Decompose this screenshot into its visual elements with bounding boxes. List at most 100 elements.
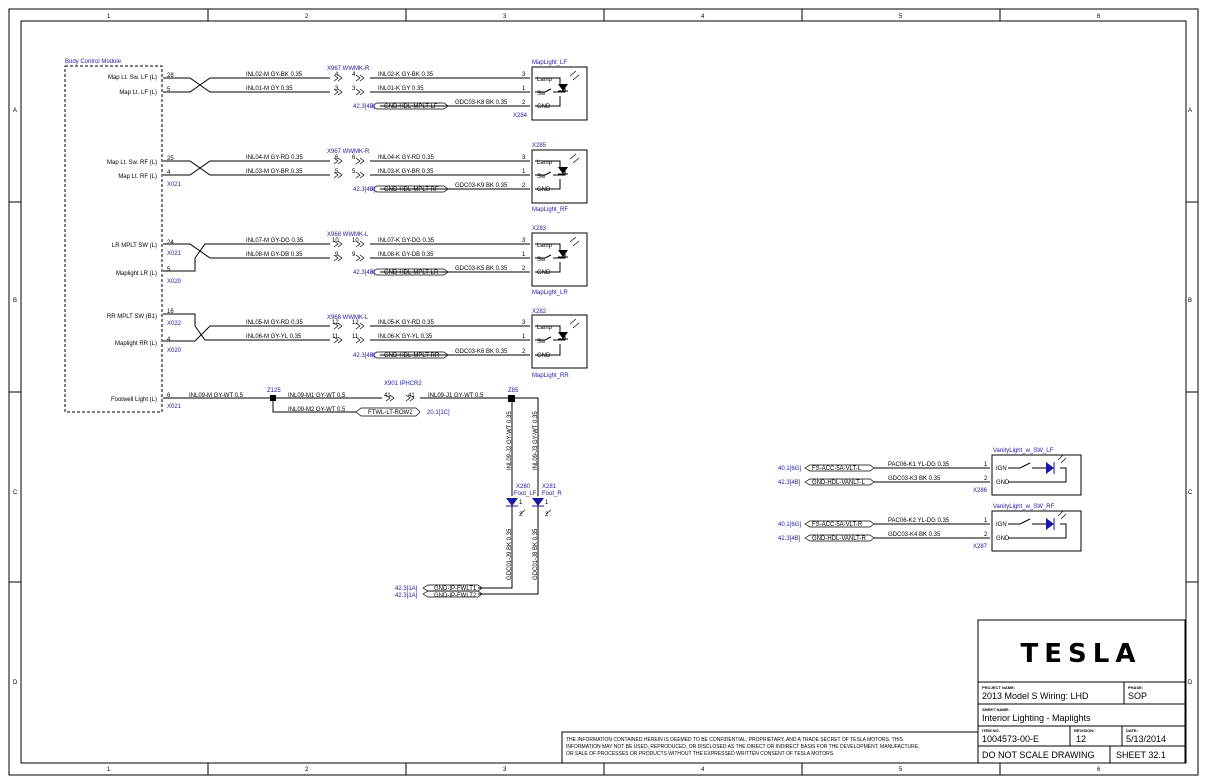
wire-label: INL01-M GY 0.35: [246, 86, 293, 92]
col-label: 6: [1097, 767, 1101, 773]
pin: 2: [522, 266, 526, 272]
item-label: ITEM NO.: [982, 728, 1000, 733]
wire-label: INL09-J1 GY-WT 0.5: [428, 393, 484, 399]
pin: 3: [352, 86, 356, 92]
column-ticks: [9, 9, 1198, 775]
gnd-label: GND: [537, 187, 551, 193]
column-labels: 1 2 3 4 5 6 1 2 3 4 5 6: [107, 14, 1101, 773]
wire-label: INL04-K GY-RD 0.35: [378, 155, 434, 161]
bcm-pin-number: 4: [167, 170, 171, 176]
ground-ref: 42.3[4B]: [353, 104, 376, 110]
lamp-label: Lamp: [537, 160, 553, 166]
maplight-lf-circuit: [163, 66, 588, 121]
ign-label: IGN: [996, 466, 1007, 472]
wire-label: INL01-K GY 0.35: [378, 86, 424, 92]
row-label: C: [13, 490, 18, 496]
sheet-name: Interior Lighting - Maplights: [982, 713, 1091, 723]
footwell-circuit: [163, 394, 552, 598]
page-ref: 20.1[1C]: [427, 410, 450, 416]
vanity-rf-circuit: [804, 510, 1082, 552]
pin: 12: [332, 320, 339, 326]
wire-label: INL09-M1 GY-WT 0.5: [288, 393, 346, 399]
pin: 2: [984, 532, 988, 538]
bcm-pin-number: 16: [167, 309, 174, 315]
row-label: B: [13, 298, 17, 304]
row-label: A: [1188, 108, 1192, 114]
pin: 12: [352, 320, 359, 326]
date-value: 5/13/2014: [1126, 734, 1166, 744]
project-name: 2013 Model S Wiring: LHD: [982, 691, 1089, 701]
ground-name: GND-IP-FWLT2: [434, 593, 477, 599]
row-label: D: [13, 680, 18, 686]
project-label: PROJECT NAME:: [982, 685, 1015, 690]
ground-name: GND-IP-FWLT1: [434, 586, 477, 592]
component-connector: X285: [532, 143, 547, 149]
revision-value: 12: [1076, 734, 1086, 744]
wire-label: INL02-M GY-BK 0.35: [246, 72, 303, 78]
bcm-pin-number: 24: [167, 240, 174, 246]
ground-ref: 42.3[4B]: [778, 536, 801, 542]
inline-connector: X967 WWMK-R: [327, 66, 370, 72]
switch-label: Sw: [537, 339, 546, 345]
tesla-logo: TESLA: [1021, 639, 1142, 669]
maplight-lr-circuit: [163, 232, 588, 287]
bcm-pin-connector: X022: [167, 321, 182, 327]
sheet-number: SHEET 32.1: [1116, 750, 1166, 760]
component-name: Foot_R: [542, 491, 562, 497]
ground-name: GND-HDL-MPLT-LR: [384, 270, 439, 276]
wire-label: INL08-K GY-DB 0.35: [378, 252, 434, 258]
ground-ref: 42.3[4B]: [778, 480, 801, 486]
inline-connector: X968 WWMK-L: [327, 232, 369, 238]
date-label: DATE:: [1126, 728, 1138, 733]
col-label: 4: [701, 14, 705, 20]
ground-ref: 42.3[1A]: [395, 586, 418, 592]
maplight-rf-circuit: [163, 149, 588, 204]
wire-label: INL07-M GY-DG 0.35: [246, 238, 304, 244]
pin: 5: [352, 169, 356, 175]
fuse-name: FS-ACC-5A-VLT-R: [812, 522, 863, 528]
wire-label: GDC03-K4 BK 0.35: [888, 532, 941, 538]
pin: 41: [384, 393, 391, 399]
pin: 2: [519, 512, 523, 518]
bcm-pin-connector: X020: [167, 348, 182, 354]
wire-label: INL04-M GY-RD 0.35: [246, 155, 303, 161]
sheet-name-label: SHEET NAME:: [982, 707, 1010, 712]
ign-label: IGN: [996, 522, 1007, 528]
splice-label: Z125: [267, 388, 281, 394]
bcm-pin-label: Maplight RR (L): [115, 341, 157, 347]
inner-border: [20, 20, 1187, 764]
pin: 1: [984, 518, 988, 524]
col-label: 1: [107, 767, 111, 773]
bcm-pin-connector: X020: [167, 279, 182, 285]
bcm-pin-number: 5: [167, 87, 171, 93]
row-labels: A B C D A B C D: [13, 108, 1193, 686]
wire-label: INL06-M GY-YL 0.35: [246, 334, 302, 340]
ground-name: GND-HDL-MPLT-LF: [384, 104, 438, 110]
wire-label: INL07-K GY-DG 0.35: [378, 238, 435, 244]
phase-label: PHASE:: [1128, 685, 1143, 690]
bcm-box: [64, 65, 163, 413]
row-label: A: [13, 108, 17, 114]
wire-label: INL05-K GY-RD 0.35: [378, 320, 434, 326]
pin: 1: [522, 252, 526, 258]
switch-label: Sw: [537, 257, 546, 263]
wire-label: INL09-J3 GY-WT 0.35: [533, 411, 539, 470]
bcm-title: Body Control Module: [65, 59, 122, 65]
wire-label: INL09-M GY-WT 0.5: [189, 393, 244, 399]
pin: 9: [335, 252, 339, 258]
col-label: 5: [899, 14, 903, 20]
wire-label: GDC03-K5 BK 0.35: [455, 266, 508, 272]
pin: 2: [984, 476, 988, 482]
bcm-pin-label: Map Lt. Sw. RF (L): [107, 160, 157, 166]
component-name: VanityLight_w_SW_LF: [993, 448, 1054, 454]
gnd-label: GND: [996, 480, 1010, 486]
ground-name: GND-HDL-VANLT-L: [812, 480, 865, 486]
pin: 11: [332, 334, 339, 340]
bcm-pin-label: LR MPLT SW (L): [112, 243, 157, 249]
pin: 6: [335, 155, 339, 161]
col-label: 2: [305, 14, 309, 20]
wire-label: GDC03-K8 BK 0.35: [455, 100, 508, 106]
row-label: B: [1188, 298, 1192, 304]
wire-label: GDC03-K9 BK 0.35: [455, 183, 508, 189]
disclaimer-line: OR SALE OF PROCESSES OR PRODUCTS WITHOUT…: [566, 751, 834, 757]
